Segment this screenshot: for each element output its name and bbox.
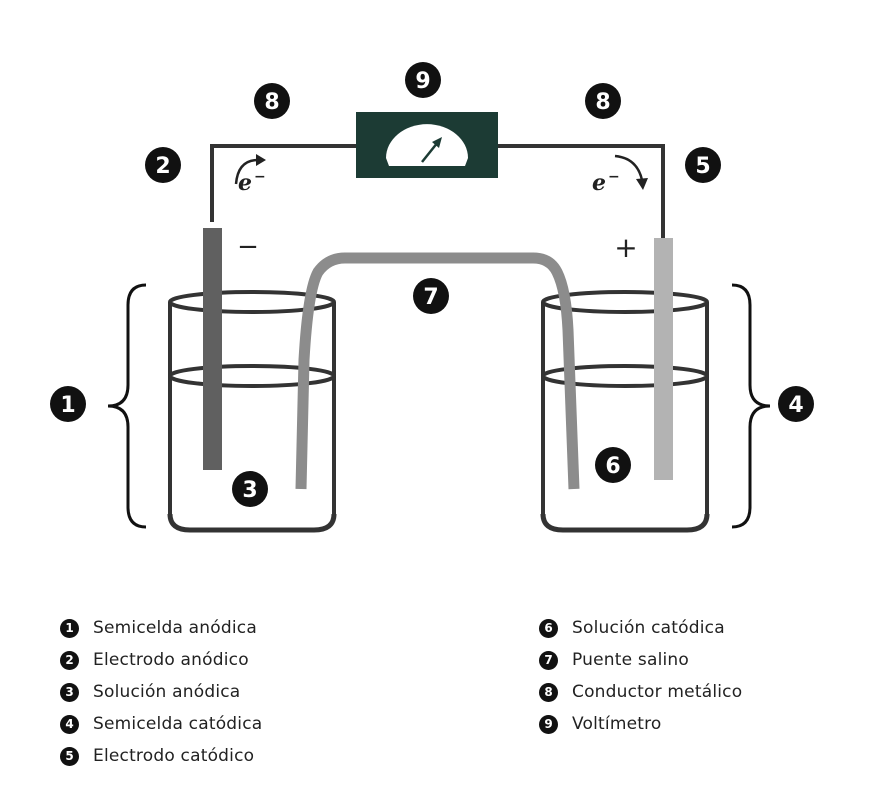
anode-electrode: [203, 228, 222, 470]
badge-6: 6: [595, 447, 631, 483]
legend-item: 3 Solución anódica: [60, 676, 262, 708]
legend-badge: 2: [60, 650, 79, 670]
badge-4: 4: [778, 386, 814, 422]
legend-item: 5 Electrodo catódico: [60, 740, 262, 772]
legend-badge: 5: [60, 746, 79, 766]
legend-badge: 9: [539, 714, 558, 734]
badge-1: 1: [50, 386, 86, 422]
badge-8-right: 8: [585, 83, 621, 119]
legend-label: Semicelda anódica: [93, 618, 257, 638]
cathode-electrode: [654, 238, 673, 480]
legend-item: 4 Semicelda catódica: [60, 708, 262, 740]
badge-5: 5: [685, 147, 721, 183]
legend-badge: 8: [539, 682, 558, 702]
legend-badge: 7: [539, 650, 558, 670]
legend-label: Conductor metálico: [572, 682, 743, 702]
svg-text:1: 1: [60, 393, 75, 418]
brace-anodic-halfcell: [107, 283, 147, 529]
legend-badge: 1: [60, 618, 79, 638]
svg-text:2: 2: [155, 154, 170, 179]
legend-badge: 4: [60, 714, 79, 734]
badge-8-left: 8: [254, 83, 290, 119]
voltmeter-needle: [421, 141, 439, 163]
voltmeter-dial: [386, 124, 468, 166]
anodic-beaker-rim: [168, 290, 336, 314]
electron-flow-right: e −: [592, 154, 648, 196]
legend-label: Semicelda catódica: [93, 714, 263, 734]
svg-text:4: 4: [788, 393, 803, 418]
legend-item: 6 Solución catódica: [539, 612, 742, 644]
legend-label: Electrodo catódico: [93, 746, 255, 766]
legend-item: 8 Conductor metálico: [539, 676, 742, 708]
legend-badge: 6: [539, 618, 558, 638]
wire-right: [497, 144, 665, 238]
cathodic-beaker-rim: [541, 290, 709, 314]
svg-text:7: 7: [423, 285, 438, 310]
electron-symbol-right: e: [592, 170, 606, 196]
cathode-sign: +: [614, 231, 637, 264]
brace-cathodic-halfcell: [731, 283, 771, 529]
svg-text:6: 6: [605, 454, 620, 479]
legend-label: Electrodo anódico: [93, 650, 249, 670]
needle-arrowhead: [432, 137, 442, 148]
legend-right: 6 Solución catódica 7 Puente salino 8 Co…: [539, 612, 742, 740]
legend-label: Puente salino: [572, 650, 689, 670]
cathodic-beaker: [540, 290, 710, 533]
voltmeter: [356, 112, 498, 178]
galvanic-cell-diagram: − + e − e − 1 2 3 4 5 6 7 8 8 9: [50, 62, 814, 533]
legend-label: Solución anódica: [93, 682, 241, 702]
legend-label: Solución catódica: [572, 618, 725, 638]
cathodic-liquid-surface: [541, 364, 709, 388]
legend-item: 7 Puente salino: [539, 644, 742, 676]
legend-item: 1 Semicelda anódica: [60, 612, 262, 644]
badge-9: 9: [405, 62, 441, 98]
electron-charge-right: −: [608, 169, 620, 185]
legend-badge: 3: [60, 682, 79, 702]
anode-sign: −: [237, 232, 259, 262]
badge-3: 3: [232, 471, 268, 507]
legend-item: 2 Electrodo anódico: [60, 644, 262, 676]
electron-charge-left: −: [254, 169, 266, 185]
electron-symbol-left: e: [238, 170, 252, 196]
svg-text:9: 9: [415, 69, 430, 94]
wire-left: [210, 144, 358, 222]
badge-2: 2: [145, 147, 181, 183]
anodic-liquid-surface: [168, 364, 336, 388]
legend-item: 9 Voltímetro: [539, 708, 742, 740]
anodic-solution: [170, 376, 334, 532]
badge-7: 7: [413, 278, 449, 314]
salt-bridge: [295, 252, 580, 490]
legend-left: 1 Semicelda anódica 2 Electrodo anódico …: [60, 612, 262, 772]
legend-label: Voltímetro: [572, 714, 662, 734]
svg-text:8: 8: [264, 90, 279, 115]
svg-text:3: 3: [242, 478, 257, 503]
electron-flow-left: e −: [234, 154, 266, 196]
svg-text:8: 8: [595, 90, 610, 115]
svg-text:5: 5: [695, 154, 710, 179]
